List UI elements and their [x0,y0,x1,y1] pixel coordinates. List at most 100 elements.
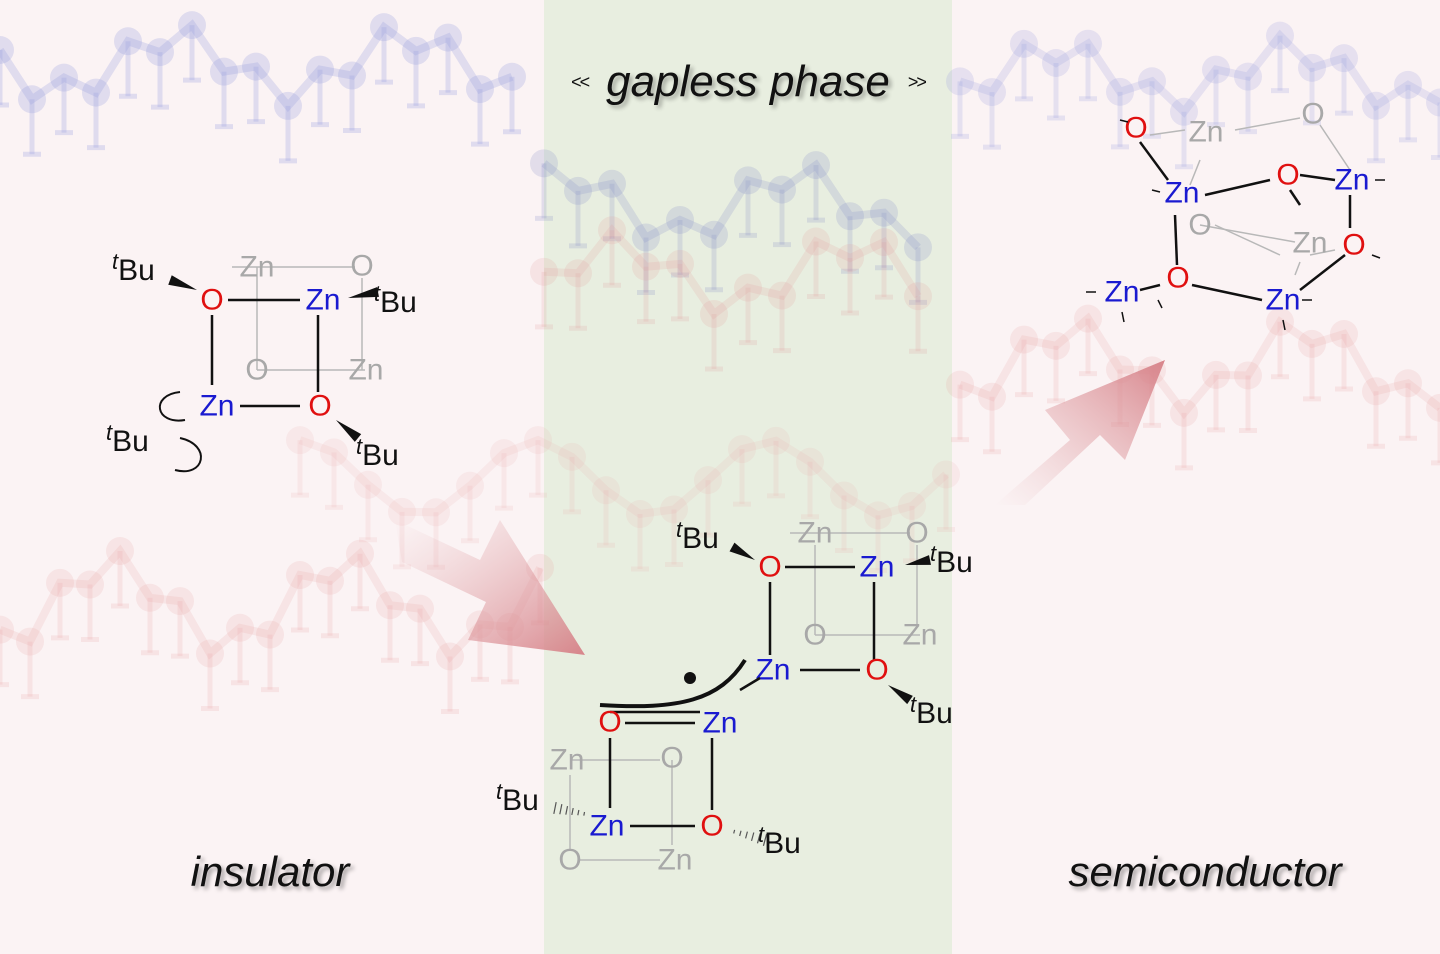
lattice-node [1426,88,1440,117]
bond-faded [1294,261,1301,276]
bond [1139,283,1161,292]
bond [1288,189,1302,206]
lattice-node [346,539,374,568]
lattice-node [904,282,932,311]
lattice-node [166,587,194,616]
title-left-mark: << [571,71,590,92]
lattice-node [694,466,722,495]
lattice-node [320,438,348,467]
wedge-bond [729,542,755,560]
lattice-node [1394,70,1422,99]
zinc-atom-faded: Zn [797,517,832,550]
title-right-mark: >> [907,71,927,92]
zinc-atom: Zn [1104,276,1139,309]
reaction-arrow-1 [395,520,585,655]
lattice-node [50,63,78,92]
oxygen-atom-faded: O [1301,98,1324,131]
lattice-node [178,11,206,40]
wedge-bond [905,555,931,565]
lattice-node [530,257,558,286]
lattice-node [1010,29,1038,58]
oxygen-atom-faded: O [350,250,373,283]
radical-dot [684,672,696,684]
lattice-node [1330,44,1358,73]
lattice-chain [298,435,949,520]
lattice-node [530,149,558,178]
lattice-node [106,537,134,566]
lattice-node [946,67,974,96]
zinc-atom-faded: Zn [902,619,937,652]
lattice-node [196,639,224,668]
hashed-bond [559,803,563,815]
zinc-atom: Zn [1334,164,1369,197]
bond [1173,214,1179,266]
lattice-chain [0,19,514,113]
hashed-bond [745,831,748,839]
lattice-node [18,85,46,114]
bond-faded [1189,159,1201,186]
zinc-atom: Zn [702,707,737,740]
lattice-node [306,55,334,84]
oxygen-atom: O [598,706,621,739]
bond [1282,319,1286,331]
lattice-node [1266,21,1294,50]
tert-butyl-label: tBu [374,281,417,319]
lattice-chain [958,29,1440,118]
radical-bond-curve [599,658,747,709]
bond-faded [1199,224,1296,243]
lattice-node [762,426,790,455]
lattice-node [1074,304,1102,333]
bond [1191,283,1263,302]
zinc-atom: Zn [755,654,790,687]
lattice-node [1362,91,1390,120]
lattice-node [256,620,284,649]
zinc-atom: Zn [1265,284,1300,317]
zinc-atom-faded: Zn [549,744,584,777]
lattice-node [46,568,74,597]
lattice-node [1330,319,1358,348]
bond [1204,178,1271,197]
tert-butyl-label: tBu [758,822,801,860]
lattice-node [466,75,494,104]
lattice-node [436,642,464,671]
tert-butyl-label: tBu [496,779,539,817]
lattice-node [700,220,728,249]
lattice-node [316,566,344,595]
lattice-node [376,591,404,620]
lattice-node [870,228,898,257]
lattice-node [498,62,526,91]
lattice-node [1426,393,1440,422]
lattice-node [242,52,270,81]
zinc-atom: Zn [305,284,340,317]
oxygen-atom: O [1166,262,1189,295]
lattice-node [370,13,398,42]
lattice-node [136,583,164,612]
lattice-node [666,249,694,278]
bond [1151,189,1161,193]
oxygen-atom: O [308,390,331,423]
lattice-node [1234,361,1262,390]
caption-insulator: insulator [190,848,350,895]
lattice-chain [541,159,921,251]
gapless-band [544,0,952,954]
zinc-atom-faded: Zn [1188,116,1223,149]
lattice-chain [0,544,544,664]
zinc-atom-faded: Zn [348,354,383,387]
tert-butyl-label: tBu [356,434,399,472]
lattice-node [286,426,314,455]
tert-butyl-label: tBu [910,692,953,730]
lattice-pattern [0,11,1440,714]
lattice-node [286,561,314,590]
wedge-bond [168,275,197,290]
lattice-node [76,570,104,599]
lattice-node [660,495,688,524]
lattice-node [1106,77,1134,106]
tert-butyl-label: tBu [112,249,155,287]
bond [1157,299,1163,309]
wedge-bond [348,287,379,298]
lattice-node [1202,360,1230,389]
lattice-node [830,481,858,510]
curved-arrow [159,391,186,422]
lattice-node [354,470,382,499]
